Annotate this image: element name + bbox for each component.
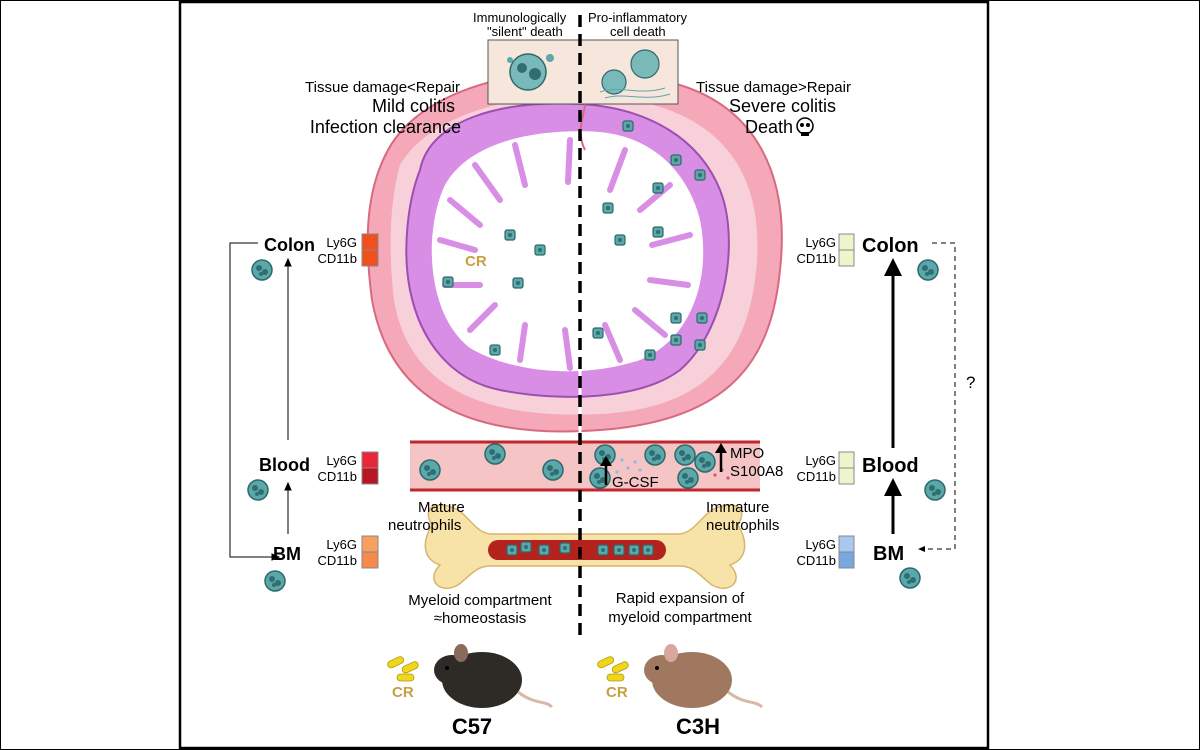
left-flow-arrows (229, 242, 292, 561)
mature-line1: Mature (418, 499, 465, 516)
left-outcome-line1: Tissue damage<Repair (305, 79, 460, 96)
left-bm-neutrophil (264, 570, 286, 592)
left-blood-neutrophil (247, 479, 269, 501)
c3h-label: C3H (676, 714, 720, 739)
right-colon-ly6g-marker (838, 233, 855, 251)
right-bm-label: BM (873, 543, 904, 565)
left-bacteria-icon (387, 656, 419, 682)
gcsf-up-arrow (600, 456, 612, 485)
right-bm-cd11b: CD11b (796, 553, 836, 568)
silent-death-line1: Immunologically (473, 10, 567, 25)
left-outcome-line2: Mild colitis (372, 96, 455, 116)
right-blood-cd11b-marker (838, 467, 855, 485)
colon-cr-label: CR (465, 253, 487, 270)
right-colon-cd11b-marker (838, 249, 855, 267)
right-blood-cd11b: CD11b (796, 469, 836, 484)
left-bm-ly6g-marker (361, 535, 379, 553)
left-colon-cd11b-marker (361, 249, 379, 267)
gcsf-label: G-CSF (612, 474, 659, 491)
right-flow-arrows (884, 242, 956, 552)
myeloid-left-line1: Myeloid compartment (408, 592, 552, 609)
left-colon-ly6g: Ly6G (326, 235, 357, 250)
c3h-mouse (644, 644, 764, 709)
right-bm-cd11b-marker (838, 551, 855, 569)
left-colon-neutrophil (251, 259, 273, 281)
left-colon-ly6g-marker (361, 233, 379, 251)
left-blood-cd11b: CD11b (317, 469, 357, 484)
proinflammatory-line1: Pro-inflammatory (588, 10, 687, 25)
left-blood-label: Blood (259, 455, 310, 475)
right-blood-label: Blood (862, 455, 919, 477)
cell-death-inset (487, 39, 679, 105)
left-blood-ly6g-marker (361, 451, 379, 469)
blood-vessel (410, 440, 760, 492)
mpo-up-arrow (715, 443, 727, 472)
immature-line2: neutrophils (706, 517, 779, 534)
right-blood-neutrophil (924, 479, 946, 501)
s100a8-label: S100A8 (730, 463, 783, 480)
right-bm-ly6g: Ly6G (805, 537, 836, 552)
left-colon-cd11b: CD11b (317, 251, 357, 266)
c57-mouse (434, 644, 554, 709)
right-colon-ly6g: Ly6G (805, 235, 836, 250)
silent-death-line2: "silent" death (487, 24, 563, 39)
right-outcome-line2: Severe colitis (729, 96, 836, 116)
right-cr-label: CR (606, 684, 628, 701)
right-colon-neutrophil (917, 259, 939, 281)
right-colon-cd11b: CD11b (796, 251, 836, 266)
right-blood-ly6g: Ly6G (805, 453, 836, 468)
left-outcome-line3: Infection clearance (310, 117, 461, 137)
left-bm-label: BM (273, 544, 301, 564)
right-bm-neutrophil (899, 567, 921, 589)
mpo-label: MPO (730, 445, 764, 462)
proinflammatory-line2: cell death (610, 24, 666, 39)
left-bm-ly6g: Ly6G (326, 537, 357, 552)
right-blood-ly6g-marker (838, 451, 855, 469)
right-outcome-line3: Death (745, 117, 793, 137)
left-bm-cd11b: CD11b (317, 553, 357, 568)
left-blood-cd11b-marker (361, 467, 379, 485)
myeloid-right-line1: Rapid expansion of (616, 590, 745, 607)
right-bm-ly6g-marker (838, 535, 855, 553)
right-colon-label: Colon (862, 235, 919, 257)
left-bm-cd11b-marker (361, 551, 379, 569)
mature-line2: neutrophils (388, 517, 461, 534)
right-bacteria-icon (597, 656, 629, 682)
left-blood-ly6g: Ly6G (326, 453, 357, 468)
left-cr-label: CR (392, 684, 414, 701)
left-colon-label: Colon (264, 235, 315, 255)
c57-label: C57 (452, 714, 492, 739)
right-outcome-line1: Tissue damage>Repair (696, 79, 851, 96)
question-mark: ? (966, 373, 975, 392)
myeloid-right-line2: myeloid compartment (608, 609, 752, 626)
immature-line1: Immature (706, 499, 769, 516)
myeloid-left-line2: ≈homeostasis (434, 610, 526, 627)
skull-icon (796, 117, 814, 136)
bone (424, 504, 746, 589)
